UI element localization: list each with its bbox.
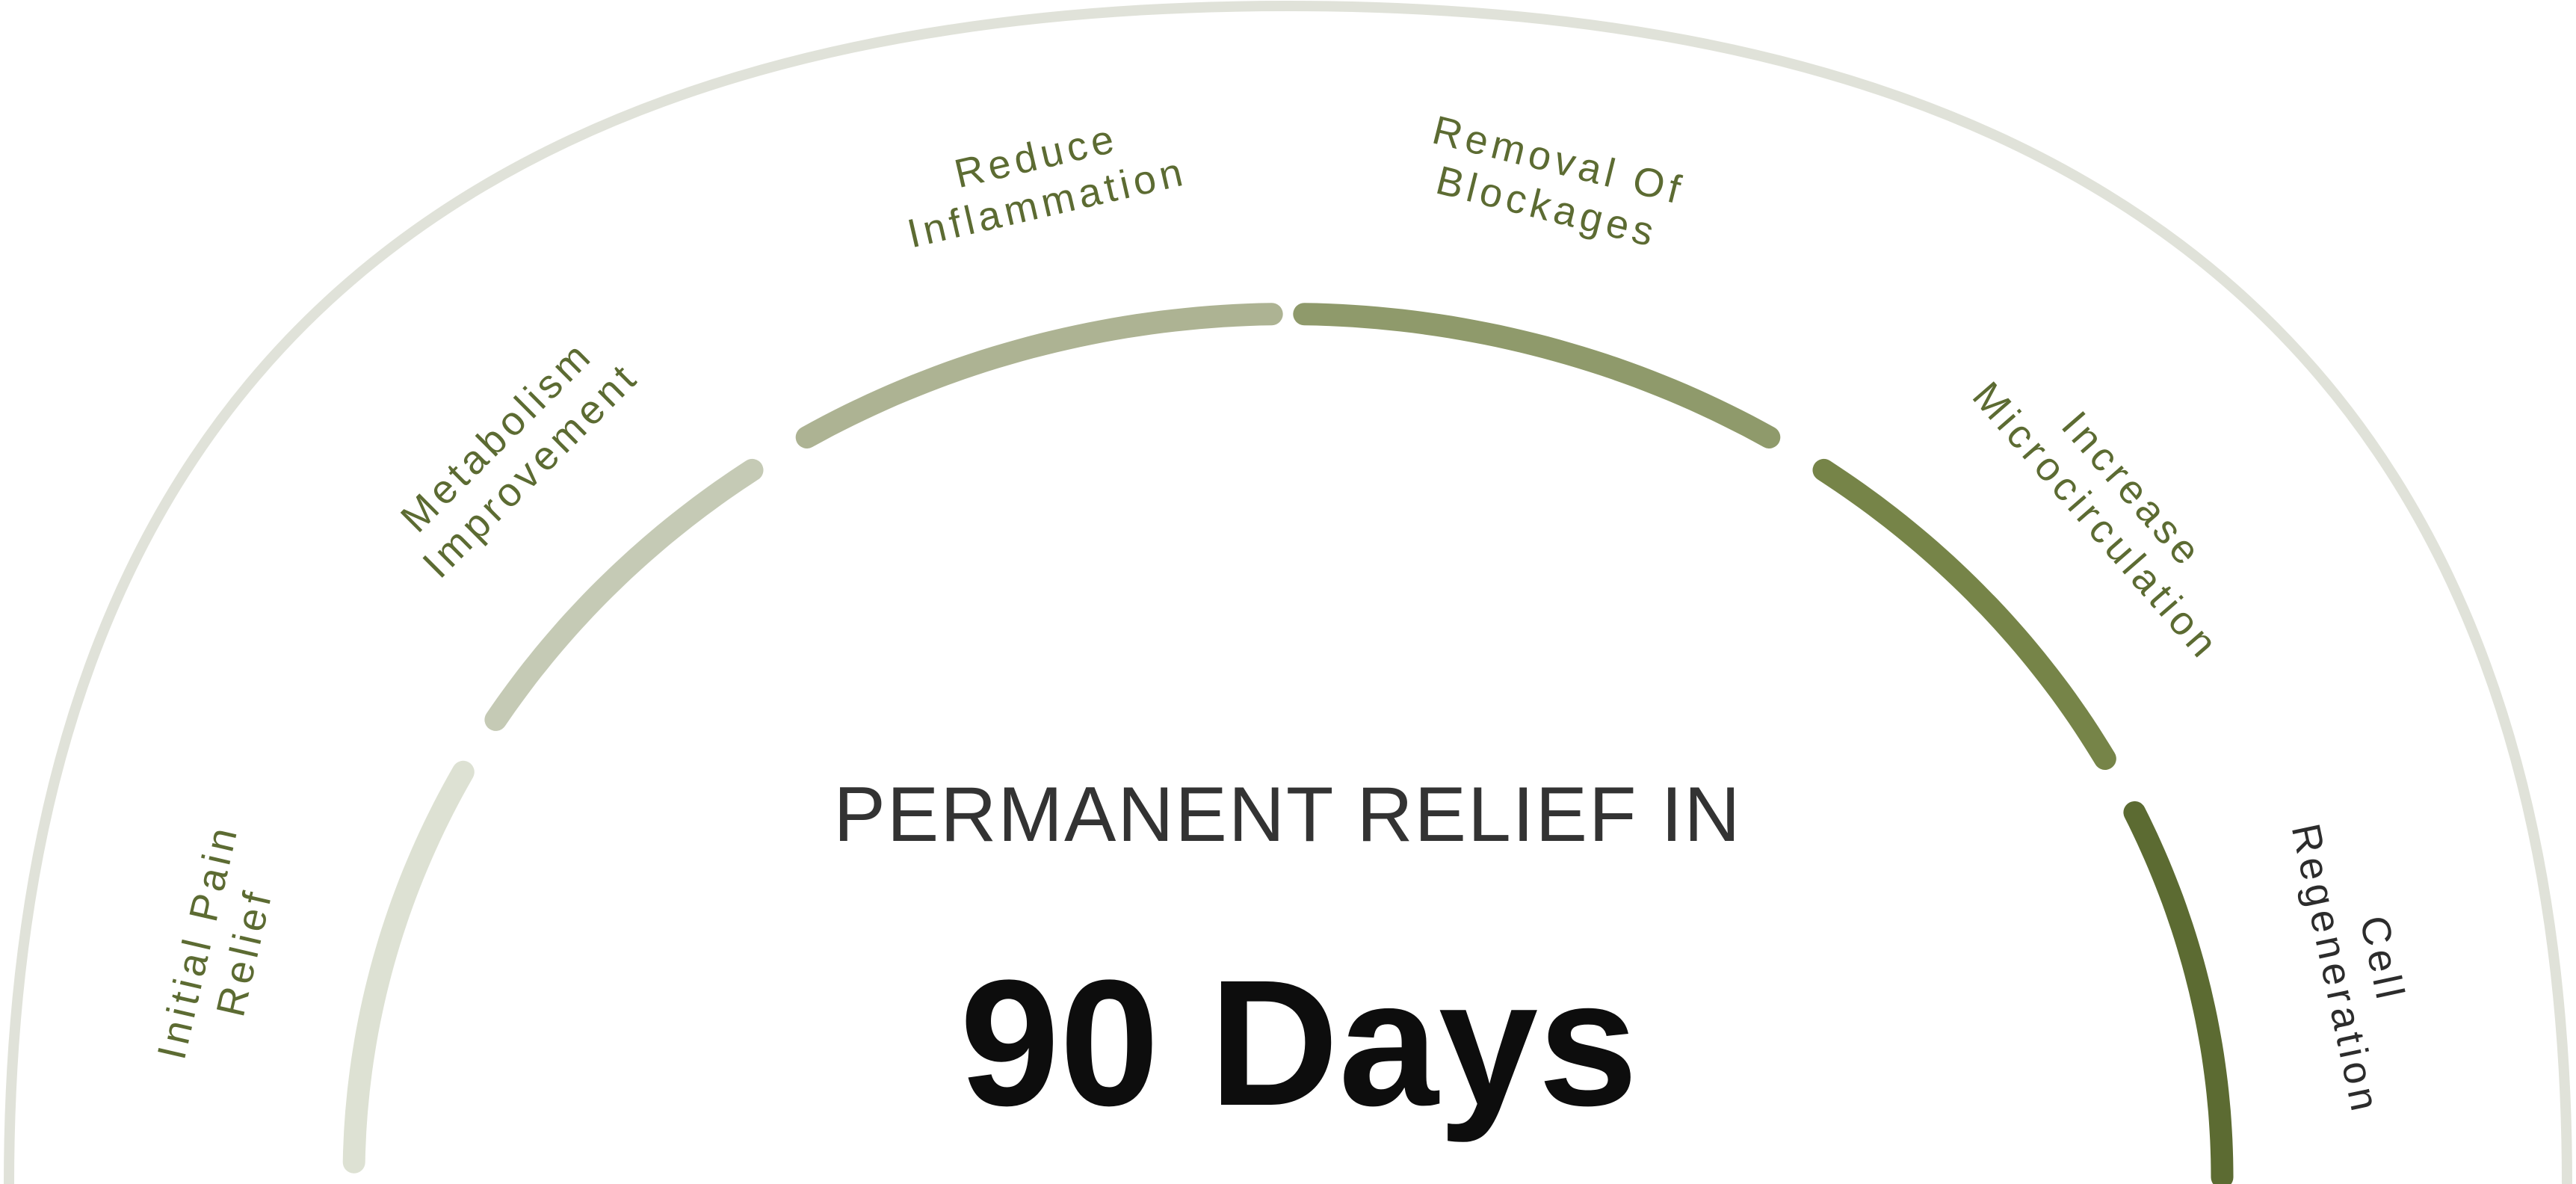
stage-segment-6: [2123, 801, 2234, 1184]
stage-segment-3: [795, 303, 1283, 448]
duration-text: 90 Days: [960, 943, 1637, 1143]
progress-segments: [342, 303, 2234, 1184]
headline-text: PERMANENT RELIEF IN: [834, 771, 1742, 858]
outer-arc: [4, 0, 2572, 1184]
stage-label-2: MetabolismImprovement: [380, 320, 647, 587]
stage-segment-1: [342, 760, 475, 1174]
stage-segment-4: [1293, 303, 1781, 448]
stage-label-3: ReduceInflammation: [892, 102, 1190, 257]
stage-segment-2: [484, 458, 764, 731]
stage-label-1: Initial PainRelief: [149, 819, 293, 1074]
stage-segment-5: [1812, 458, 2116, 770]
stage-label-4: Removal OfBlockages: [1416, 108, 1689, 260]
stage-label-6: CellRegeneration: [2283, 810, 2436, 1119]
